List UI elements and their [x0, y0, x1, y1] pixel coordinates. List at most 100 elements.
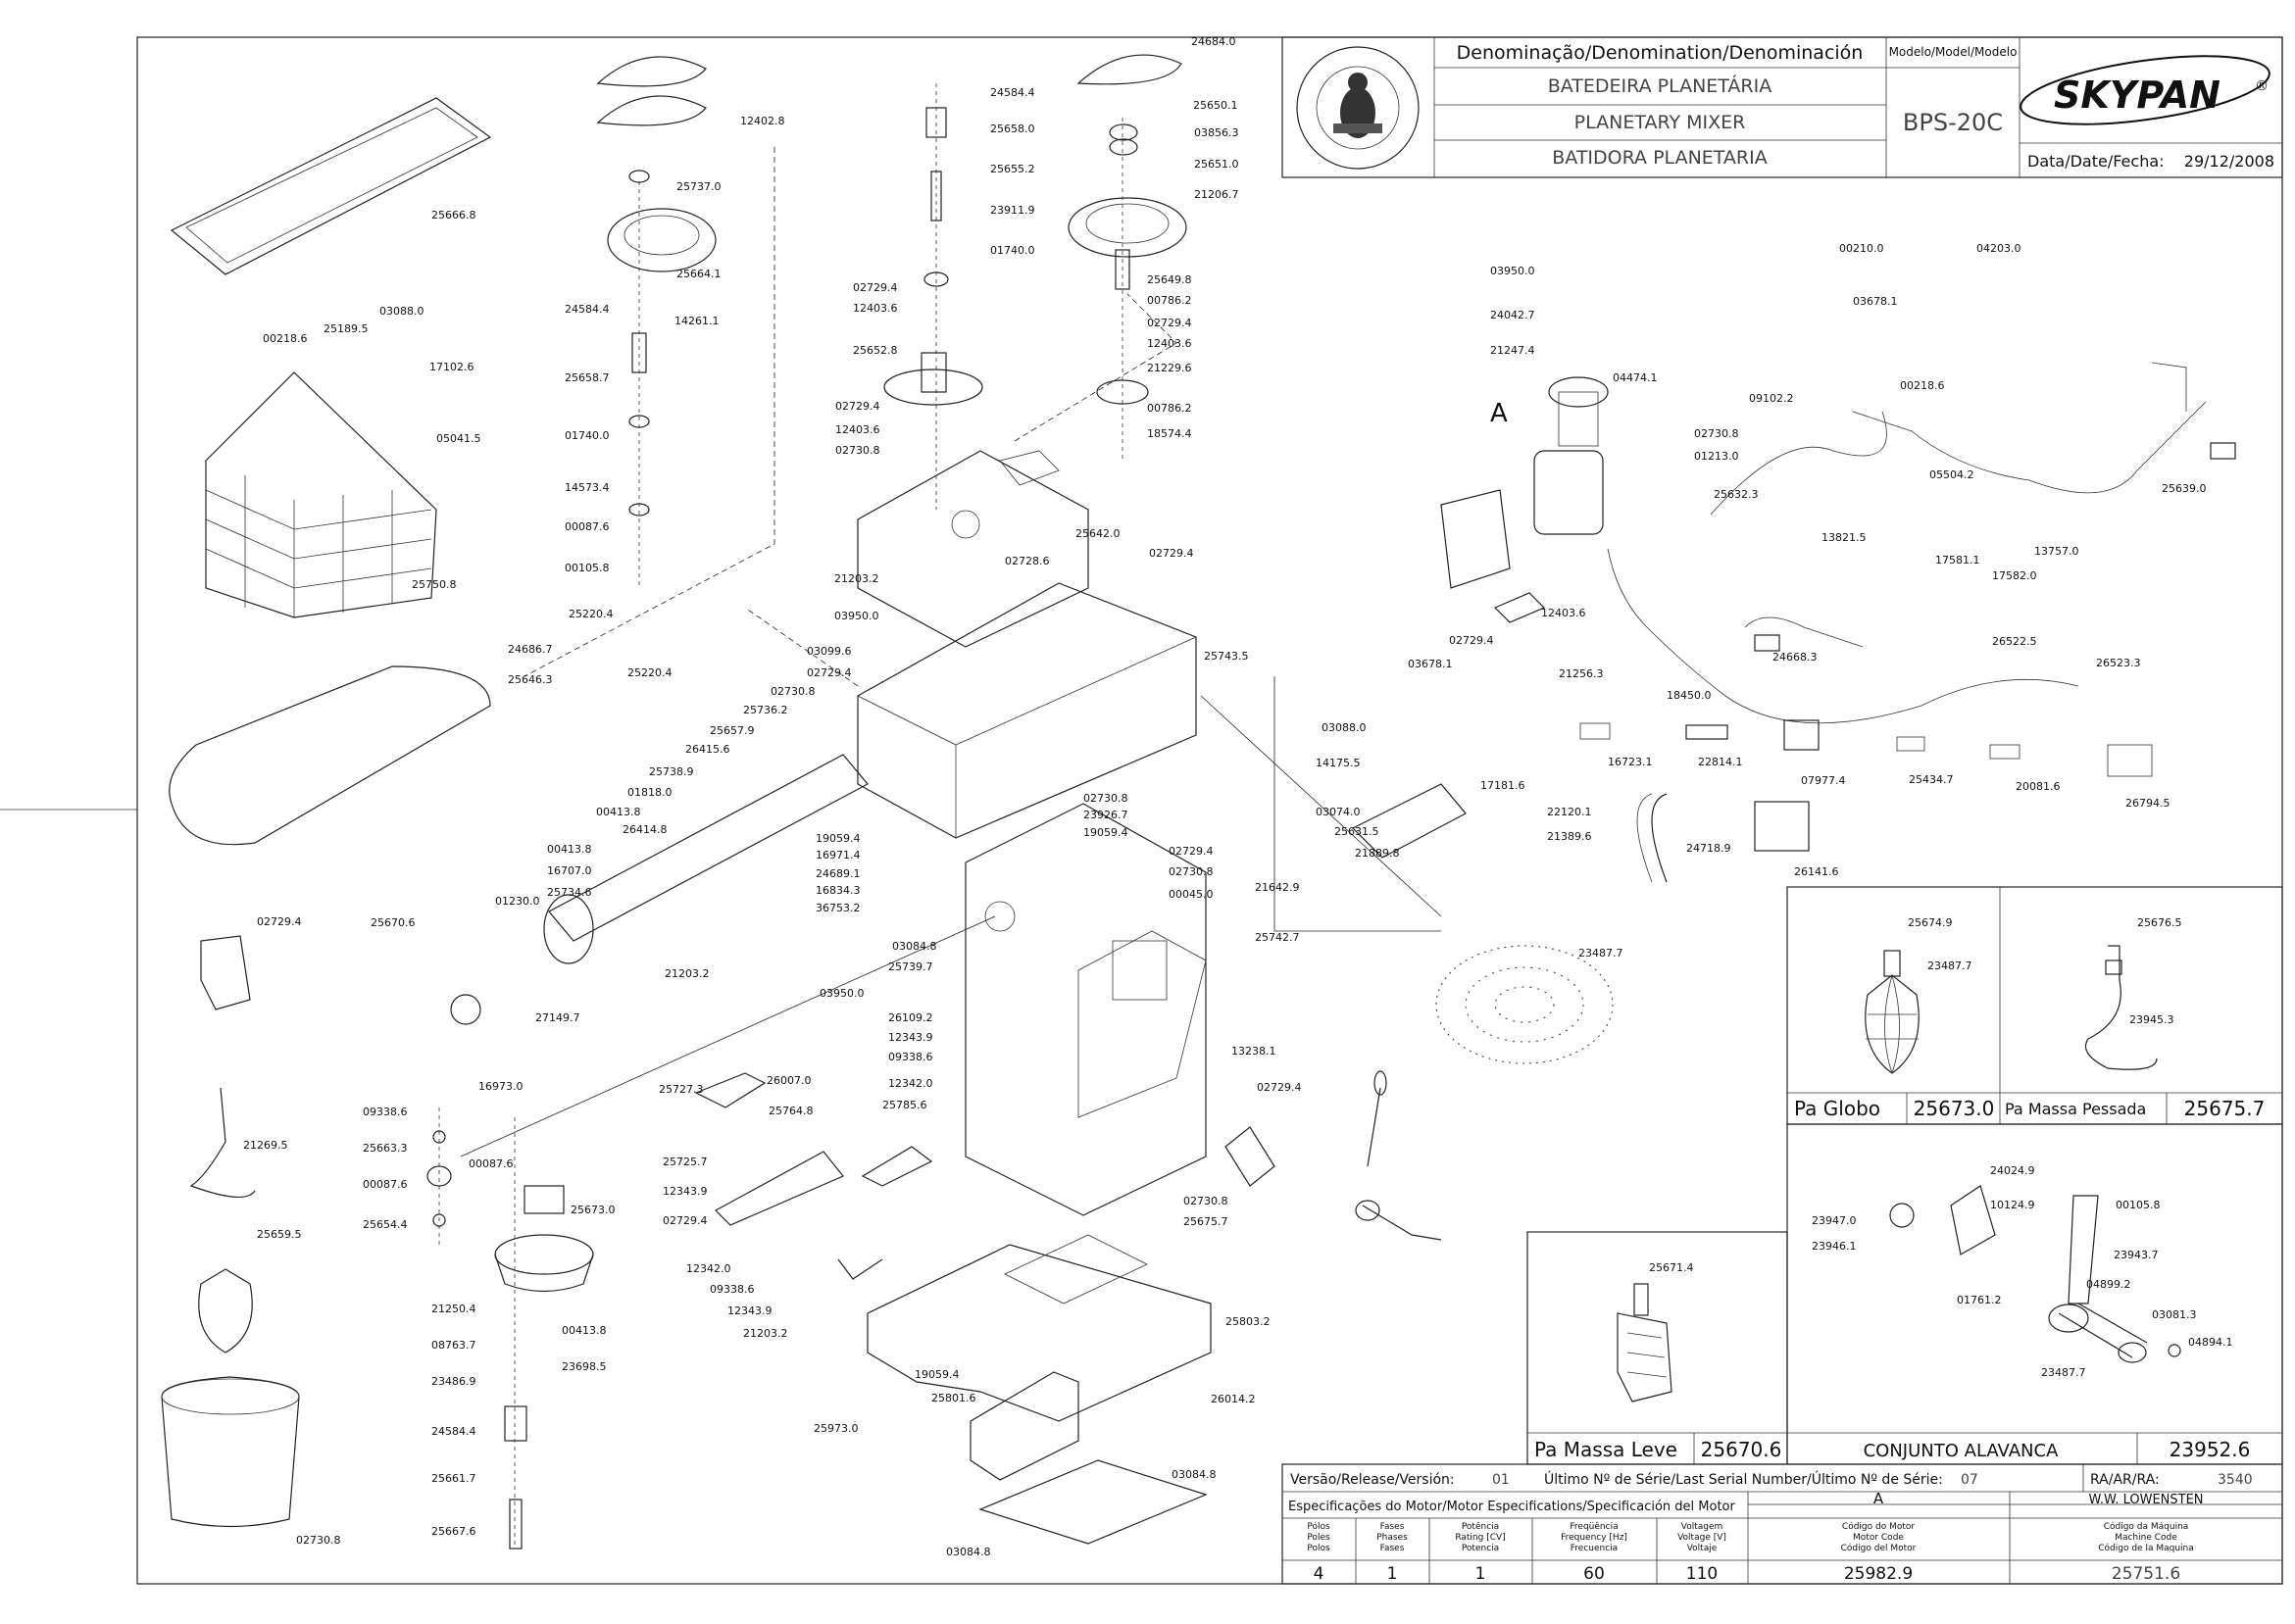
release-and-motor-table: Versão/Release/Versión: 01 Último Nº de … — [1281, 1463, 2283, 1585]
part-callout: 23947.0 — [1812, 1214, 1857, 1227]
part-callout: 02729.4 — [1257, 1081, 1302, 1094]
part-callout: 25658.7 — [565, 371, 610, 384]
part-callout: 24042.7 — [1490, 309, 1535, 321]
motor-spec-header: Especificações do Motor/Motor Especifica… — [1288, 1500, 1735, 1514]
pa-massa-pesada-label: Pa Massa Pessada — [2005, 1100, 2146, 1118]
model-number: BPS-20C — [1903, 109, 2003, 136]
part-callout: 25739.7 — [888, 960, 933, 973]
part-callout: 21229.6 — [1147, 362, 1192, 374]
motor-letter-a: A — [1490, 399, 1508, 428]
part-callout: 25725.7 — [663, 1156, 708, 1168]
shafts-and-bearings — [438, 83, 1149, 1549]
pulleys — [607, 123, 1187, 272]
bowl-assembly — [161, 1185, 594, 1528]
part-callout: 25649.8 — [1147, 273, 1192, 286]
part-callout: 25652.8 — [853, 344, 898, 357]
part-callout: 25661.7 — [431, 1472, 476, 1485]
spec-head-7b: Machine Code — [2115, 1533, 2177, 1543]
part-callout: 18574.4 — [1147, 427, 1192, 440]
part-callout: 02730.8 — [1169, 865, 1214, 878]
part-callout: 02729.4 — [663, 1214, 708, 1227]
inset-beaters: Pa Globo 25673.0 Pa Massa Pessada 25675.… — [1786, 886, 2283, 1125]
part-callout: 25736.2 — [743, 704, 788, 716]
part-callout: 25632.3 — [1714, 488, 1759, 501]
ra-label: RA/AR/RA: — [2090, 1472, 2160, 1488]
part-callout: 26523.3 — [2096, 657, 2141, 669]
part-callout: 23911.9 — [990, 204, 1035, 217]
denomination-header: Denominação/Denomination/Denominación — [1457, 42, 1864, 64]
part-callout: 25973.0 — [814, 1422, 859, 1435]
part-callout: 22814.1 — [1698, 756, 1743, 768]
part-callout: 25642.0 — [1075, 527, 1121, 540]
part-callout: 25657.9 — [710, 724, 755, 737]
ra-value: 3540 — [2218, 1472, 2253, 1488]
part-callout: 21203.2 — [743, 1327, 788, 1340]
part-callout: 25651.0 — [1194, 158, 1239, 171]
part-callout: 02730.8 — [1083, 792, 1128, 805]
part-callout: 23945.3 — [2129, 1013, 2174, 1026]
part-callout: 09102.2 — [1749, 392, 1794, 405]
version-value: 01 — [1492, 1472, 1510, 1488]
part-callout: 08763.7 — [431, 1339, 476, 1352]
part-callout: 03678.1 — [1853, 295, 1898, 308]
main-housing — [857, 582, 1197, 839]
part-callout: 03084.8 — [1172, 1468, 1217, 1481]
part-callout: 25734.6 — [547, 886, 592, 899]
spec-head-7a: Código da Máquina — [2104, 1521, 2189, 1532]
spec-head-5a: Voltagem — [1681, 1522, 1723, 1532]
spec-rating: 1 — [1475, 1564, 1486, 1584]
part-callout: 25664.1 — [676, 268, 722, 280]
part-callout: 25670.6 — [371, 916, 416, 929]
part-callout: 24689.1 — [816, 867, 861, 880]
assembly-leaders — [460, 147, 1442, 1157]
part-callout: 24584.4 — [431, 1425, 476, 1438]
planetary-drive-shaft — [450, 754, 869, 1025]
part-callout: 25727.3 — [659, 1083, 704, 1096]
part-callout: 05041.5 — [436, 432, 481, 445]
left-beaters — [189, 935, 256, 1353]
part-callout: 36753.2 — [816, 902, 861, 914]
name-portuguese: BATEDEIRA PLANETÁRIA — [1548, 74, 1772, 97]
spec-phases: 1 — [1387, 1564, 1398, 1584]
part-callout: 05504.2 — [1929, 468, 1974, 481]
part-callout: 23487.7 — [2041, 1366, 2086, 1379]
brand-name: SKYPAN — [2054, 74, 2220, 117]
spec-head-5c: Voltaje — [1687, 1544, 1718, 1553]
part-callout: 24584.4 — [990, 86, 1035, 99]
part-callout: 25803.2 — [1225, 1315, 1271, 1328]
spec-head-4a: Freqüência — [1570, 1521, 1618, 1532]
part-callout: 00413.8 — [547, 843, 592, 856]
part-callout: 04899.2 — [2086, 1278, 2131, 1291]
part-callout: 23486.9 — [431, 1375, 476, 1388]
part-callout: 13238.1 — [1231, 1045, 1276, 1058]
spec-frequency: 60 — [1583, 1564, 1605, 1584]
part-callout: 01818.0 — [627, 786, 673, 799]
part-callout: 01213.0 — [1694, 450, 1739, 463]
part-callout: 01740.0 — [565, 429, 610, 442]
part-callout: 19059.4 — [1083, 826, 1128, 839]
part-callout: 25743.5 — [1204, 650, 1249, 663]
spindle-parts-lower — [426, 1130, 527, 1550]
model-header: Modelo/Model/Modelo — [1889, 45, 2018, 59]
part-callout: 03084.8 — [946, 1546, 991, 1558]
part-callout: 16834.3 — [816, 884, 861, 897]
spec-head-3c: Potencia — [1462, 1544, 1499, 1553]
part-callout: 02729.4 — [807, 666, 852, 679]
part-callout: 25676.5 — [2137, 916, 2182, 929]
part-callout: 00786.2 — [1147, 402, 1192, 415]
date-label: Data/Date/Fecha: — [2027, 152, 2165, 171]
part-callout: 25742.7 — [1255, 931, 1300, 944]
spec-head-7c: Código de la Maquina — [2098, 1543, 2194, 1553]
part-callout: 24668.3 — [1772, 651, 1818, 664]
part-callout: 12343.9 — [663, 1185, 708, 1198]
part-callout: 25667.6 — [431, 1525, 476, 1538]
part-callout: 21642.9 — [1255, 881, 1300, 894]
part-callout: 21256.3 — [1559, 667, 1604, 680]
part-callout: 26109.2 — [888, 1011, 933, 1024]
part-callout: 23946.1 — [1812, 1240, 1857, 1253]
hopper-fittings — [1351, 783, 1668, 883]
part-callout: 25189.5 — [324, 322, 369, 335]
version-label: Versão/Release/Versión: — [1290, 1472, 1455, 1488]
part-callout: 12342.0 — [686, 1262, 731, 1275]
